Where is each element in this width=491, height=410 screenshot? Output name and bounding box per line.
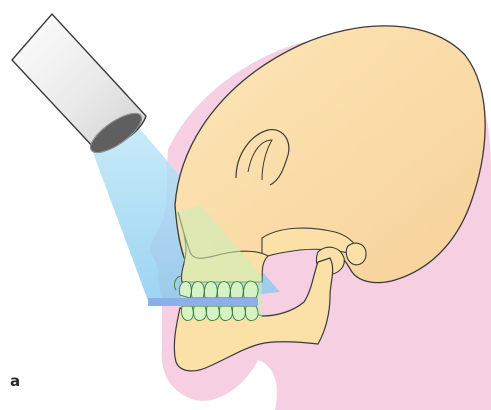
mastoid-process (346, 243, 366, 265)
panel-label: a (10, 372, 20, 390)
xray-tube (12, 14, 147, 159)
bite-plate (148, 298, 258, 306)
